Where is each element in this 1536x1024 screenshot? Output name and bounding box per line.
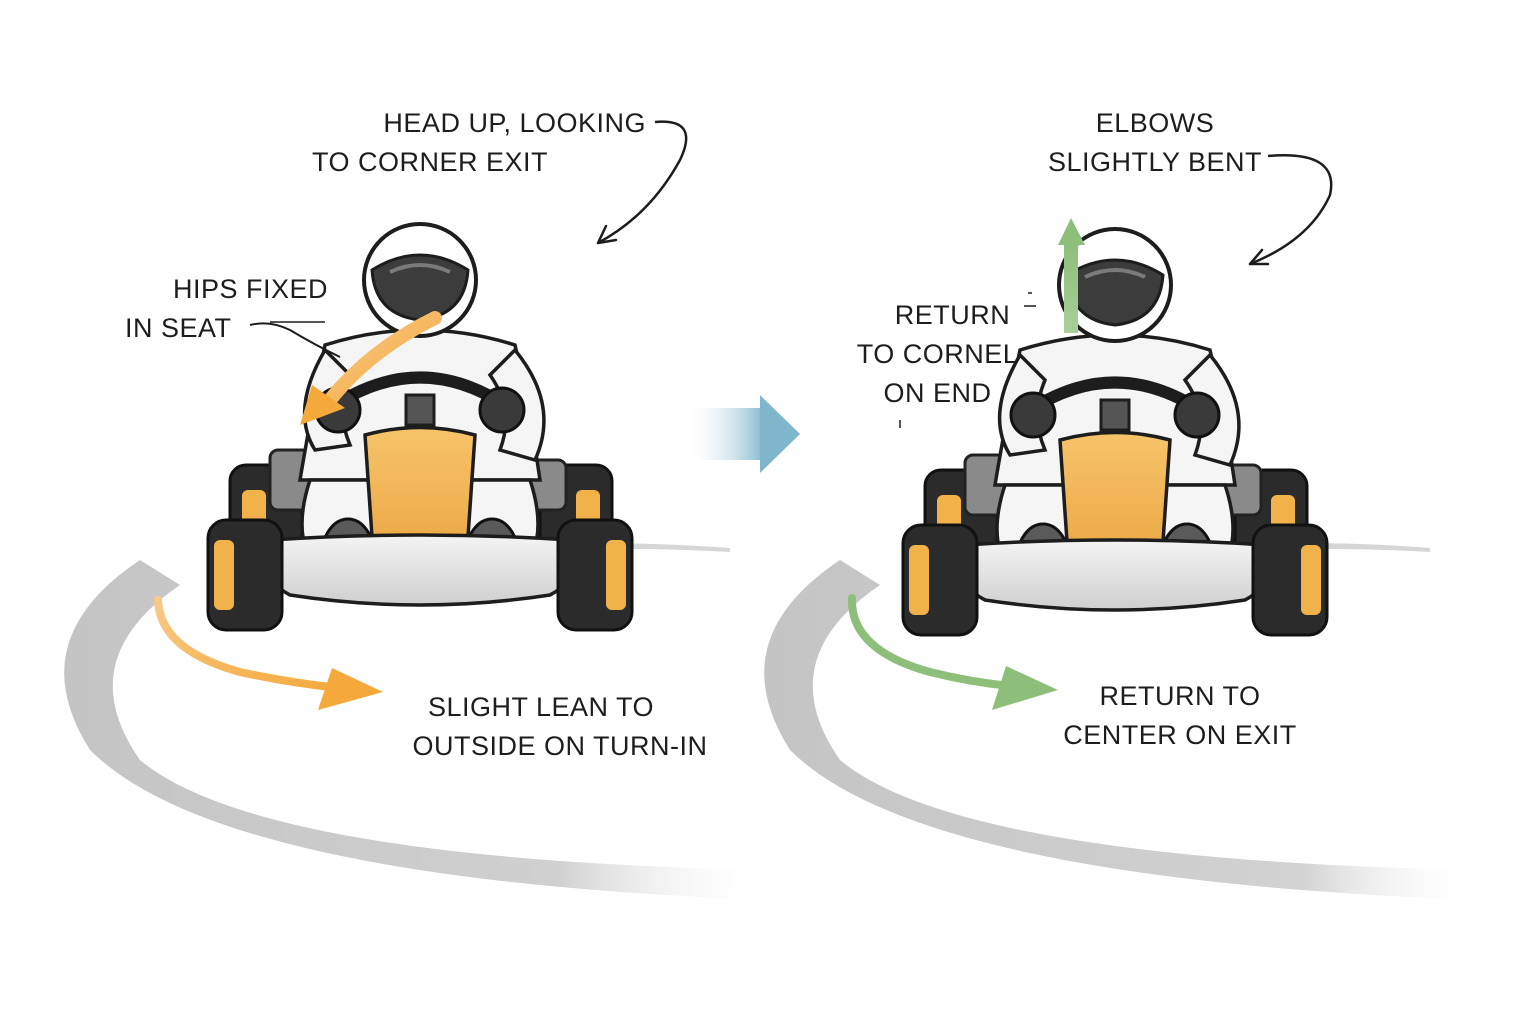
- transition-arrow-icon: [685, 395, 800, 473]
- up-arrow-icon: [1058, 218, 1085, 333]
- curved-arrow-icon: [597, 120, 688, 245]
- head-up-label: HEAD UP, LOOKING TO CORNER EXIT: [311, 108, 646, 177]
- return-to-center-label: RETURN TO CENTER ON EXIT: [1063, 681, 1297, 750]
- hips-pointer-line: [249, 322, 341, 358]
- track-left: [64, 560, 771, 900]
- elbows-bent-label: ELBOWS SLIGHTLY BENT: [1047, 108, 1263, 177]
- lean-arrow-lower: [154, 596, 344, 692]
- lean-arrow-upper: [323, 311, 442, 407]
- hips-fixed-label: HIPS FIXED IN SEAT: [125, 274, 329, 343]
- return-to-corner-label: RETURN TO CORNEL ON END: [856, 300, 1019, 408]
- kart-right: [903, 229, 1327, 635]
- elbows-arrow: [1249, 154, 1333, 266]
- exit-arrow: [847, 594, 1014, 690]
- track-right: [764, 560, 1480, 900]
- slight-lean-label: SLIGHT LEAN TO OUTSIDE ON TURN-IN: [412, 692, 708, 761]
